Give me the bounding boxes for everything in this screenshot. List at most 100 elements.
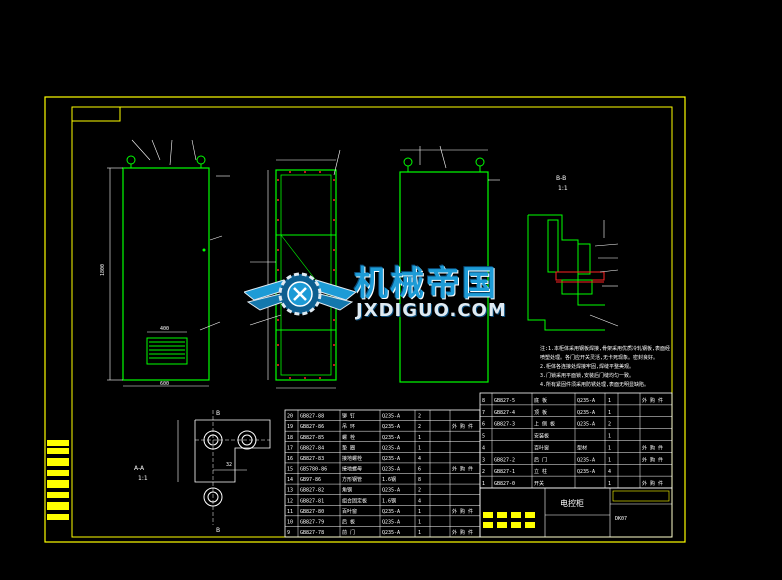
parts-cell: 吊 环 <box>342 424 355 430</box>
parts-cell: Q235-A <box>577 457 595 463</box>
parts-cell: GB827-2 <box>494 457 515 463</box>
parts-cell: GB827-1 <box>494 469 515 475</box>
parts-cell: 顶 板 <box>534 409 547 416</box>
parts-cell: 2 <box>418 424 421 430</box>
parts-cell: 铆 钉 <box>342 413 355 420</box>
section-bb-scale: 1:1 <box>558 185 568 192</box>
parts-cell: 外 购 件 <box>452 508 473 515</box>
parts-cell: GB827-88 <box>300 414 324 420</box>
parts-cell: GB827-78 <box>300 530 324 536</box>
gear-wings-logo-icon <box>242 272 358 316</box>
title-block: 电控柜 DK07 <box>479 487 673 538</box>
parts-cell: 外 购 件 <box>642 444 663 451</box>
front-view: 1800 600 400 <box>100 139 230 387</box>
section-bb-label: B-B <box>556 175 566 182</box>
parts-cell: 角钢 <box>342 487 352 494</box>
parts-cell: Q235-A <box>382 530 400 536</box>
parts-cell: 15 <box>287 467 293 473</box>
parts-cell: Q235-A <box>382 467 400 473</box>
parts-cell: Q235-A <box>577 410 595 416</box>
parts-cell: Q235-A <box>382 456 400 462</box>
parts-cell: 螺 栓 <box>342 434 355 441</box>
parts-cell: 立 柱 <box>534 468 547 475</box>
dim-hole-spacing: 32 <box>226 462 232 468</box>
parts-list-right: 8 GB827-5 底 板 Q235-A 1 外 购 件 7 GB827-4 顶 板 Q235-A… <box>479 392 673 489</box>
parts-cell: 8 <box>482 398 485 404</box>
cut-label-top: B <box>216 410 220 417</box>
parts-cell: 1.6钢 <box>382 476 396 483</box>
parts-cell: 19 <box>287 424 293 430</box>
parts-cell: Q235-A <box>382 445 400 451</box>
section-aa-scale: 1:1 <box>138 475 148 482</box>
parts-cell: 外 购 件 <box>642 397 663 404</box>
parts-cell: GB827-79 <box>300 519 324 525</box>
parts-cell: 外 购 件 <box>642 480 663 487</box>
parts-cell: 百叶窗 <box>342 508 357 515</box>
drawing-number: DK07 <box>615 516 627 522</box>
parts-cell: Q235-A <box>382 488 400 494</box>
parts-cell: GB97-86 <box>300 477 321 483</box>
note-line: 注:1.本柜体采用钢板焊接,骨架采用优质冷轧钢板,表面经 <box>540 345 670 352</box>
parts-cell: 4 <box>482 445 485 451</box>
parts-cell: 外 购 件 <box>452 529 473 536</box>
parts-cell: 前 门 <box>342 529 355 536</box>
cut-label-bottom: B <box>216 527 220 534</box>
parts-cell: 18 <box>287 435 293 441</box>
parts-cell: 2 <box>482 469 485 475</box>
parts-cell: 百叶窗 <box>534 444 549 451</box>
parts-cell: GB827-81 <box>300 498 324 504</box>
parts-cell: 1 <box>608 410 611 416</box>
parts-cell: 17 <box>287 445 293 451</box>
parts-cell: GB827-5 <box>494 398 515 404</box>
parts-cell: 方形钢管 <box>342 476 362 483</box>
section-aa-label: A-A <box>134 465 145 472</box>
parts-cell: GB827-3 <box>494 422 515 428</box>
parts-cell: 2 <box>608 422 611 428</box>
parts-cell: 14 <box>287 477 293 483</box>
parts-cell: 4 <box>608 469 611 475</box>
dim-height-front: 1800 <box>100 264 106 276</box>
parts-cell: 上 侧 板 <box>534 421 555 428</box>
parts-cell: 1 <box>482 481 485 487</box>
outer-border <box>44 96 686 543</box>
parts-cell: GB827-85 <box>300 435 324 441</box>
dim-width-front: 600 <box>160 381 169 387</box>
parts-cell: 后 门 <box>534 456 547 463</box>
parts-cell: 6 <box>418 467 421 473</box>
watermark-latin: JXDIGUO.COM <box>356 300 507 321</box>
parts-cell: 后 板 <box>342 518 355 525</box>
parts-cell: 3 <box>482 457 485 463</box>
parts-cell: 10 <box>287 519 293 525</box>
parts-cell: 20 <box>287 414 293 420</box>
parts-cell: GB827-80 <box>300 509 324 515</box>
parts-cell: 外 购 件 <box>642 456 663 463</box>
parts-cell: 型材 <box>577 444 587 451</box>
rear-view <box>399 145 500 383</box>
note-line: 4.所有紧固件须采用防锈处理,表面无明显缺陷。 <box>540 381 649 388</box>
parts-cell: GB827-0 <box>494 481 515 487</box>
parts-cell: 16 <box>287 456 293 462</box>
parts-cell: Q235-A <box>577 422 595 428</box>
parts-cell: 7 <box>482 410 485 416</box>
parts-cell: 9 <box>287 530 290 536</box>
section-bb-detail: B-B 1:1 <box>527 175 619 331</box>
parts-cell: Q235-A <box>577 469 595 475</box>
parts-cell: 8 <box>418 477 421 483</box>
note-line: 3.门锁采用平面锁,安装后门缝均匀一致。 <box>540 372 634 379</box>
parts-cell: 1 <box>418 519 421 525</box>
parts-cell: 11 <box>287 509 293 515</box>
section-aa-detail: A-A 1:1 B B 32 <box>134 410 271 534</box>
parts-cell: 底 板 <box>534 397 547 404</box>
parts-cell: GB827-4 <box>494 410 515 416</box>
technical-notes: 注:1.本柜体采用钢板焊接,骨架采用优质冷轧钢板,表面经 喷塑处理。各门应开关灵… <box>540 345 670 388</box>
parts-cell: 1 <box>418 530 421 536</box>
corner-tab <box>71 106 121 122</box>
parts-cell: 开关 <box>534 480 544 487</box>
parts-cell: 2 <box>418 414 421 420</box>
parts-cell: Q235-A <box>382 435 400 441</box>
parts-cell: 2 <box>418 488 421 494</box>
parts-cell: 6 <box>482 422 485 428</box>
parts-cell: GB827-84 <box>300 445 324 451</box>
